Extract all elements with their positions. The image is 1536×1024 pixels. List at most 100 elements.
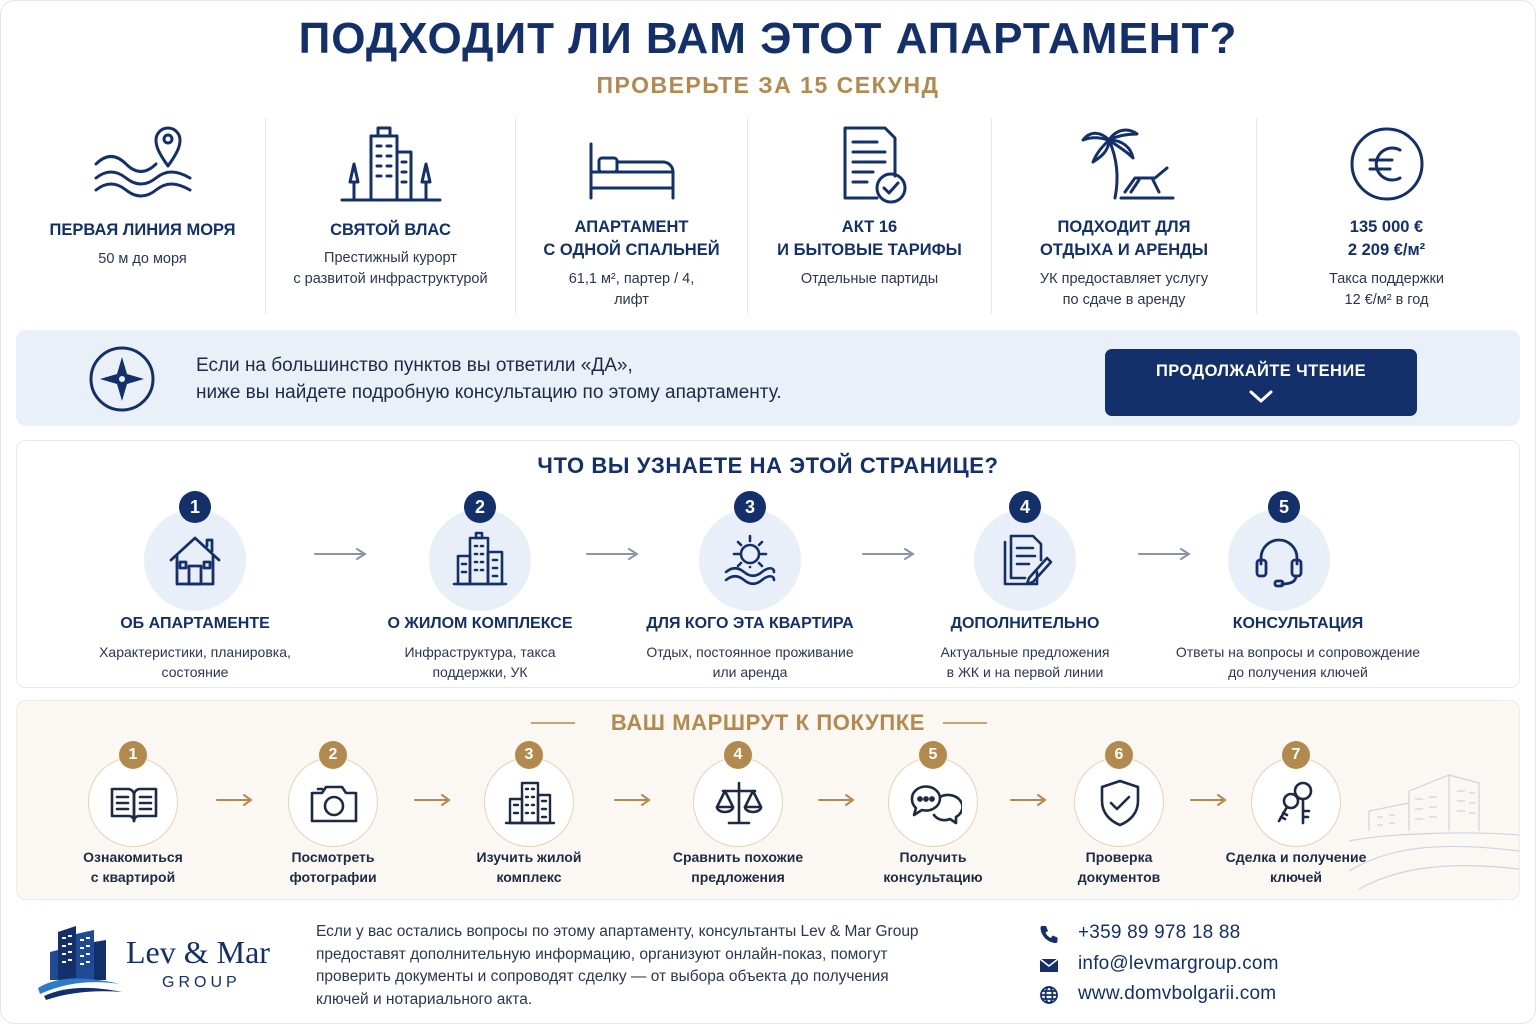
route-label-line: Получить	[899, 849, 967, 865]
step-number: 4	[1009, 491, 1041, 523]
feature-title: ОТДЫХА И АРЕНДЫ	[1039, 241, 1209, 259]
learn-item-text: Актуальные предложения в ЖК и на первой л…	[890, 642, 1160, 682]
step-number: 1	[179, 491, 211, 523]
learn-icon-circle	[429, 509, 531, 611]
residential-complex-icon	[452, 531, 508, 586]
feature-text: Престижный курорт	[324, 250, 457, 266]
open-book-icon	[110, 787, 158, 823]
route-title: ВАШ МАРШРУТ К ПОКУПКЕ	[610, 710, 926, 735]
route-label-line: Посмотреть	[291, 849, 375, 865]
route-label-line: консультацию	[883, 869, 983, 885]
feature-title: С ОДНОЙ СПАЛЬНЕЙ	[543, 241, 720, 259]
learn-item-title: ОБ АПАРТАМЕНТЕ	[120, 615, 270, 632]
arrow-right-icon	[614, 794, 651, 806]
logo-group: GROUP	[162, 974, 241, 991]
documents-pen-icon	[1003, 534, 1053, 586]
learn-item-text: Ответы на вопросы и сопровождение до полу…	[1148, 642, 1448, 682]
learn-text-line: Инфраструктура, такса	[404, 644, 556, 660]
route-icon-circle	[288, 757, 378, 847]
sea-location-icon	[88, 122, 198, 206]
route-label-line: Проверка	[1085, 849, 1153, 865]
learn-item-title: ДЛЯ КОГО ЭТА КВАРТИРА	[646, 615, 854, 632]
learn-text-line: Актуальные предложения	[940, 644, 1110, 660]
route-label-line: документов	[1077, 869, 1161, 885]
resort-sketch-icon	[1349, 774, 1519, 890]
route-step-label: Получить консультацию	[843, 847, 1023, 887]
route-label-line: с квартирой	[90, 869, 176, 885]
feature-sea: ПЕРВАЯ ЛИНИЯ МОРЯ 50 м до моря	[20, 118, 265, 314]
title-divider	[531, 722, 575, 724]
route-label-line: Сделка и получение	[1225, 849, 1367, 865]
learn-text-line: состояние	[161, 664, 229, 680]
learn-text-line: Характеристики, планировка,	[99, 644, 291, 660]
learn-item-title: О ЖИЛОМ КОМПЛЕКСЕ	[387, 615, 573, 632]
feature-title: И БЫТОВЫЕ ТАРИФЫ	[777, 241, 962, 259]
feature-price: 135 000 € 2 209 €/м² Такса поддержки 12 …	[1256, 118, 1516, 314]
banner-text: Если на большинство пунктов вы ответили …	[196, 352, 782, 406]
company-logo[interactable]: Lev & Mar GROUP	[36, 922, 286, 1002]
page-title: ПОДХОДИТ ЛИ ВАМ ЭТОТ АПАРТАМЕНТ?	[298, 14, 1238, 63]
learn-text-line: поддержки, УК	[432, 664, 528, 680]
arrow-right-icon	[818, 794, 855, 806]
resort-buildings-icon	[336, 122, 446, 206]
compass-icon	[88, 345, 156, 413]
bed-icon	[577, 122, 687, 206]
route-step-label: Проверка документов	[1029, 847, 1209, 887]
arrow-right-icon	[862, 548, 915, 560]
continue-reading-button[interactable]: ПРОДОЛЖАЙТЕ ЧТЕНИЕ	[1105, 349, 1417, 416]
camera-icon	[310, 785, 358, 823]
feature-rent: ПОДХОДИТ ДЛЯ ОТДЫХА И АРЕНДЫ УК предоста…	[991, 118, 1256, 314]
route-step-number: 6	[1105, 741, 1133, 769]
buildings-icon	[504, 781, 556, 825]
feature-text: по сдаче в аренду	[1062, 292, 1186, 308]
learn-text-line: в ЖК и на первой линии	[946, 664, 1104, 680]
arrow-right-icon	[414, 794, 451, 806]
feature-title: АКТ 16	[841, 218, 898, 236]
learn-text-line: Ответы на вопросы и сопровождение	[1175, 644, 1421, 660]
read-more-banner: Если на большинство пунктов вы ответили …	[16, 330, 1520, 426]
learn-text-line: Отдых, постоянное проживание	[646, 644, 854, 660]
contacts-list: +359 89 978 18 88 info@levmargroup.com w…	[1036, 920, 1456, 1012]
learn-item-title: ДОПОЛНИТЕЛЬНО	[950, 615, 1100, 632]
shield-check-icon	[1100, 779, 1140, 827]
mail-icon	[1039, 957, 1059, 972]
arrow-right-icon	[216, 794, 253, 806]
chat-bubbles-icon	[910, 785, 962, 825]
route-step-number: 2	[319, 741, 347, 769]
learn-item-text: Отдых, постоянное проживание или аренда	[615, 642, 885, 682]
document-check-icon	[815, 122, 925, 206]
route-step-number: 4	[724, 741, 752, 769]
logo-name: Lev & Mar	[126, 934, 270, 970]
feature-bedroom: АПАРТАМЕНТ С ОДНОЙ СПАЛЬНЕЙ 61,1 м², пар…	[515, 118, 747, 314]
learn-title: ЧТО ВЫ УЗНАЕТЕ НА ЭТОЙ СТРАНИЦЕ?	[537, 453, 999, 478]
feature-text: 50 м до моря	[98, 251, 187, 267]
contact-website[interactable]: www.domvbolgarii.com	[1036, 981, 1456, 1012]
keys-icon	[1277, 781, 1313, 825]
route-icon-circle	[1251, 757, 1341, 847]
learn-icon-circle	[1228, 509, 1330, 611]
route-icon-circle	[693, 757, 783, 847]
palm-lounger-icon	[1069, 122, 1179, 206]
learn-text-line: до получения ключей	[1228, 664, 1368, 680]
learn-text-line: или аренда	[712, 664, 788, 680]
feature-title: ПОДХОДИТ ДЛЯ	[1057, 218, 1191, 236]
continue-reading-label: ПРОДОЛЖАЙТЕ ЧТЕНИЕ	[1155, 362, 1367, 380]
route-icon-circle	[888, 757, 978, 847]
contact-phone[interactable]: +359 89 978 18 88	[1036, 920, 1456, 951]
route-label-line: Сравнить похожие	[672, 849, 804, 865]
contact-email[interactable]: info@levmargroup.com	[1036, 951, 1456, 982]
step-number: 2	[464, 491, 496, 523]
route-step-label: Ознакомиться с квартирой	[43, 847, 223, 887]
route-label-line: Ознакомиться	[83, 849, 183, 865]
feature-title: ПЕРВАЯ ЛИНИЯ МОРЯ	[49, 221, 236, 239]
feature-text: УК предоставляет услугу	[1039, 271, 1209, 287]
title-divider	[943, 722, 987, 724]
arrow-right-icon	[1138, 548, 1191, 560]
arrow-right-icon	[586, 548, 639, 560]
banner-line: ниже вы найдете подробную консультацию п…	[196, 382, 782, 403]
learn-icon-circle	[974, 509, 1076, 611]
route-icon-circle	[1074, 757, 1164, 847]
feature-title: 135 000 €	[1349, 218, 1424, 236]
